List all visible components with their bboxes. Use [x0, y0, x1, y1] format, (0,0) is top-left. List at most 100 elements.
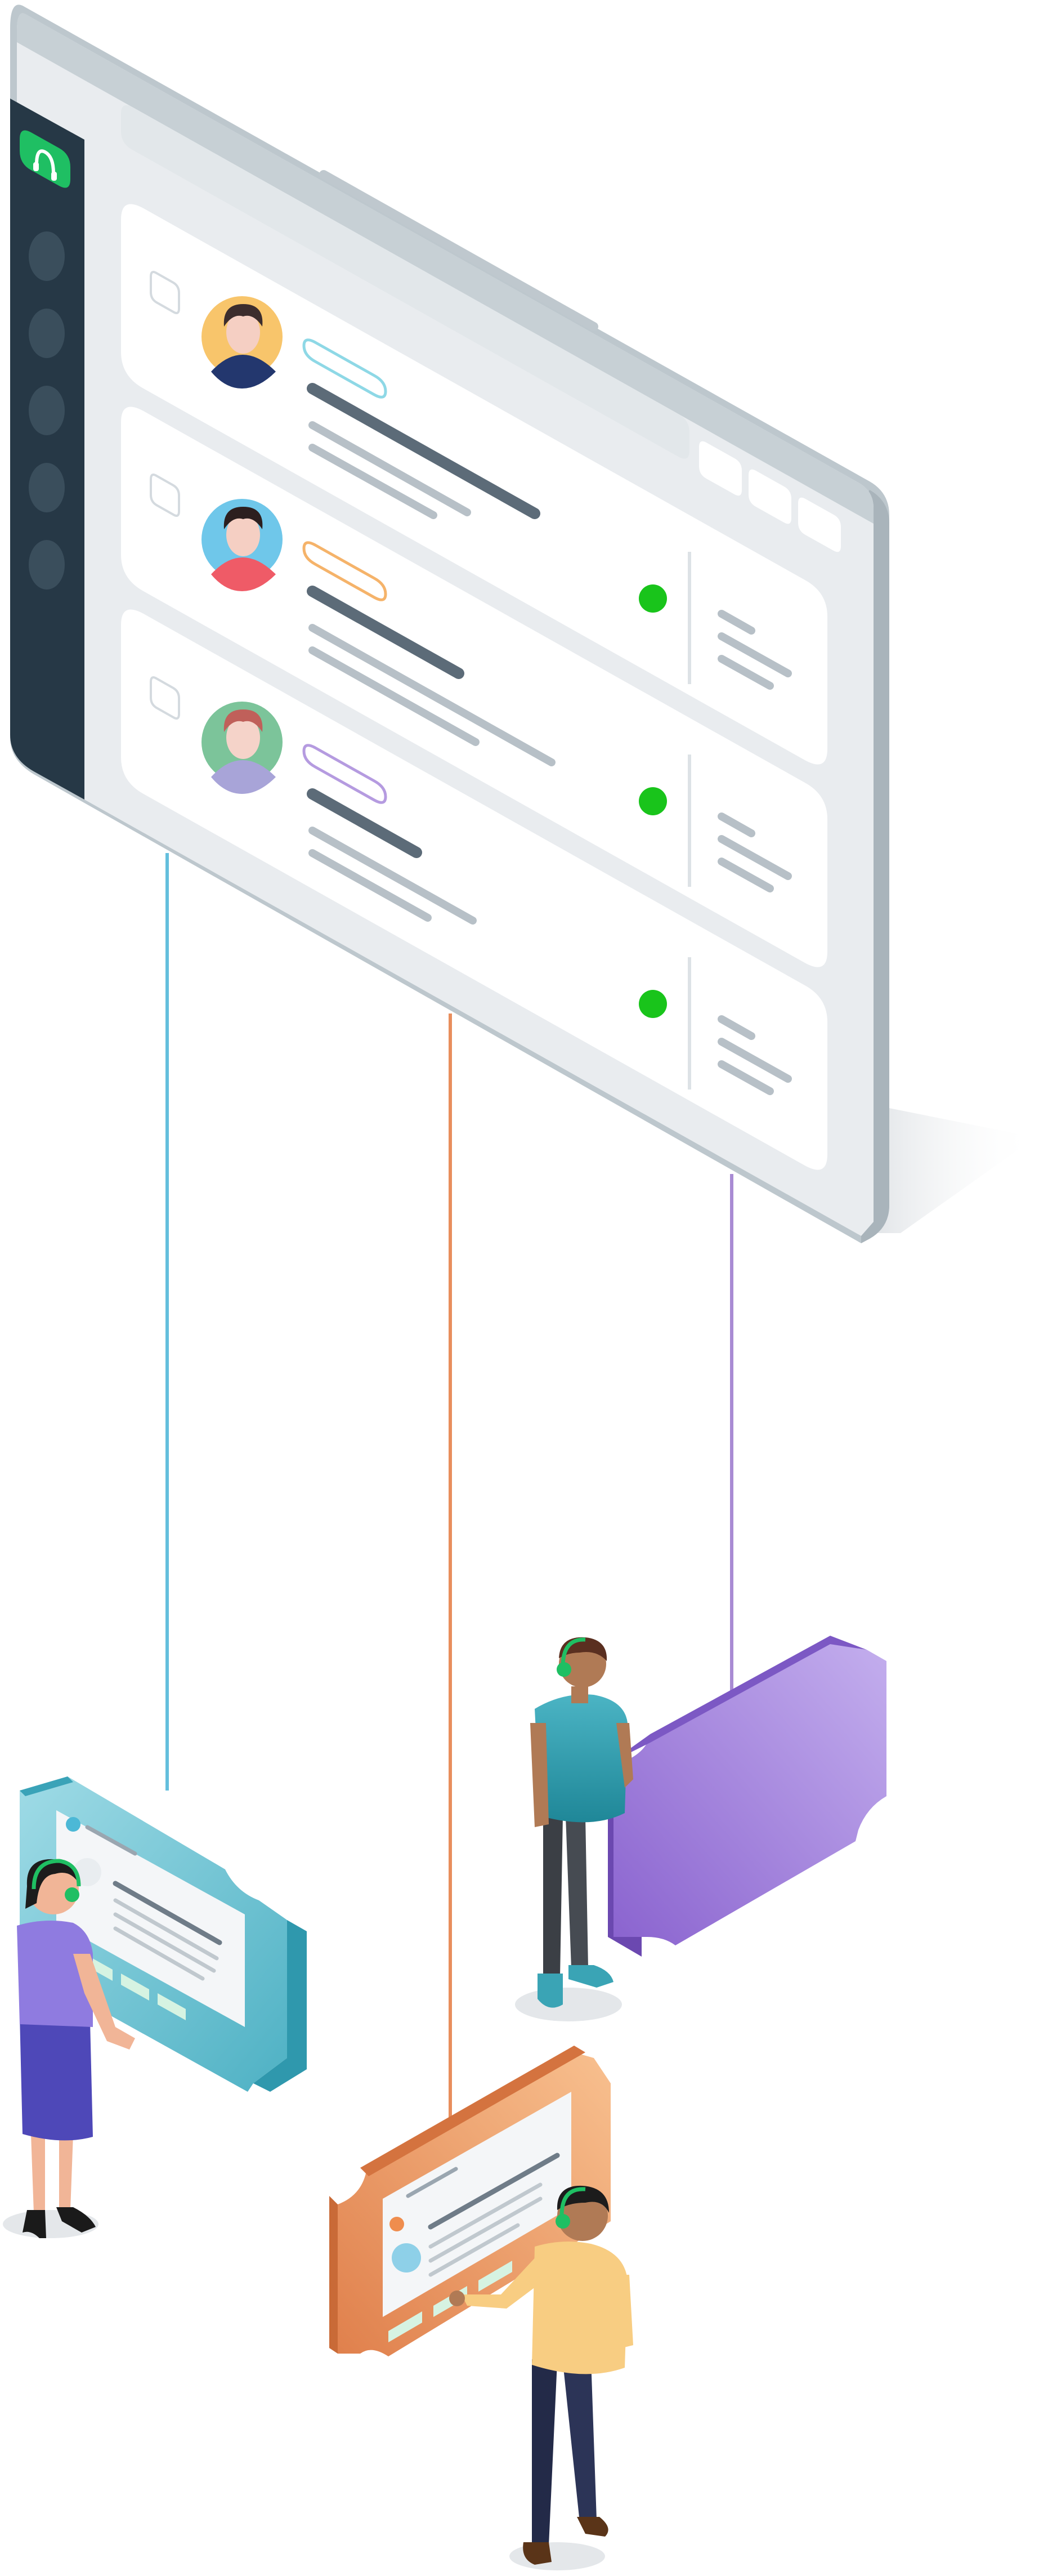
meta-line-1: [718, 610, 755, 635]
card-background: [121, 407, 827, 967]
screen-text-line: [406, 2167, 458, 2198]
select-checkbox[interactable]: [150, 676, 180, 720]
message-preview-line-2: [308, 646, 480, 746]
message-preview-line-2: [308, 444, 437, 519]
screen-text-line: [428, 2223, 520, 2277]
conversation-card[interactable]: [121, 407, 827, 967]
message-title-bar: [307, 383, 540, 519]
avatar: [201, 702, 283, 794]
shoe: [23, 2210, 46, 2238]
shoe: [538, 1974, 563, 2008]
shoe: [56, 2207, 96, 2233]
screen-text-line: [428, 2196, 543, 2263]
panel-face: [613, 1637, 886, 1945]
headset-icon: [559, 2187, 586, 2216]
message-preview-line-1: [308, 624, 556, 766]
shoe: [568, 1965, 613, 1988]
browser-window: [10, 5, 1036, 1244]
app-logo[interactable]: [20, 130, 70, 188]
headset-icon: [33, 149, 57, 181]
meta-line-2: [718, 1038, 792, 1083]
headset-icon: [561, 1637, 586, 1667]
message-preview-line-1: [308, 421, 471, 516]
arm: [73, 1954, 135, 2050]
window-shadow: [861, 1104, 1036, 1233]
sidebar-nav-item-3[interactable]: [29, 386, 65, 435]
shirt: [535, 1694, 628, 1823]
avatar: [201, 499, 283, 591]
leg: [532, 2359, 557, 2545]
arm: [616, 2275, 633, 2348]
screen-avatar: [66, 1817, 80, 1832]
screen-action-button: [388, 2311, 422, 2342]
meta-line-2: [718, 835, 792, 880]
screen-action-button: [121, 1974, 149, 2001]
screen-avatar: [389, 2217, 404, 2231]
conversation-card[interactable]: [121, 609, 827, 1170]
purple-ticket-panel: [608, 1636, 886, 1957]
blue-ticket-panel: [20, 1776, 307, 2092]
card-background: [121, 609, 827, 1170]
sidebar-nav-item-2[interactable]: [29, 309, 65, 358]
leg: [31, 2134, 45, 2213]
meta-line-2: [718, 632, 792, 677]
window-control-minimize[interactable]: [60, 80, 73, 92]
headset-icon: [32, 1859, 81, 1890]
shirt: [532, 2242, 628, 2374]
status-dot-icon: [639, 584, 667, 613]
priority-tag: [302, 541, 387, 601]
meta-line-3: [718, 858, 774, 892]
agent-man: [449, 2185, 633, 2570]
agent-standing: [515, 1637, 633, 2021]
toolbar-button-2[interactable]: [749, 469, 791, 524]
shoe: [577, 2517, 608, 2537]
select-checkbox[interactable]: [150, 271, 180, 314]
shoe: [523, 2542, 552, 2565]
message-title-bar: [307, 586, 464, 679]
screen-text-line: [428, 2153, 560, 2230]
status-dot-icon: [639, 787, 667, 815]
orange-ticket-panel: [329, 2046, 611, 2356]
meta-line-1: [718, 1015, 755, 1040]
arm: [530, 1723, 549, 1827]
headset-earpiece: [556, 2214, 570, 2229]
sidebar-nav-item-4[interactable]: [29, 463, 65, 512]
message-preview-line-2: [308, 849, 432, 922]
avatar: [201, 296, 283, 389]
sidebar-nav-item-1[interactable]: [29, 231, 65, 281]
window-control-maximize[interactable]: [88, 96, 101, 108]
screen-text-line: [428, 2182, 543, 2249]
priority-tag: [302, 338, 387, 399]
conversation-card[interactable]: [121, 204, 827, 765]
panel-side-edge: [253, 1920, 307, 2092]
screen-text-line: [113, 1912, 216, 1973]
status-dot-icon: [639, 990, 667, 1018]
select-checkbox[interactable]: [150, 474, 180, 517]
screen-text-line: [85, 1825, 137, 1856]
screen-action-button: [478, 2261, 512, 2292]
address-bar[interactable]: [121, 105, 689, 459]
leg: [563, 2359, 597, 2523]
screen-action-button: [158, 1993, 186, 2020]
toolbar-button-1[interactable]: [699, 441, 742, 496]
arm: [616, 1723, 633, 1788]
sidebar-nav-item-5[interactable]: [29, 540, 65, 590]
title-bar: [17, 13, 874, 524]
address-bar-text: [319, 170, 598, 331]
sidebar: [10, 99, 84, 800]
headset-earpiece: [557, 1662, 571, 1677]
floor-shadow: [515, 1988, 622, 2021]
hand: [449, 2291, 465, 2306]
skirt: [20, 2016, 93, 2141]
toolbar-button-3[interactable]: [798, 497, 841, 552]
blouse: [17, 1921, 93, 2027]
screen-avatar: [392, 2243, 421, 2273]
arm: [462, 2255, 552, 2309]
panel-top-edge: [360, 2046, 585, 2176]
meta-line-3: [718, 655, 774, 690]
window-control-close[interactable]: [32, 64, 44, 77]
leg: [59, 2134, 73, 2210]
screen-text-line: [113, 1926, 205, 1981]
priority-tag: [302, 744, 387, 804]
